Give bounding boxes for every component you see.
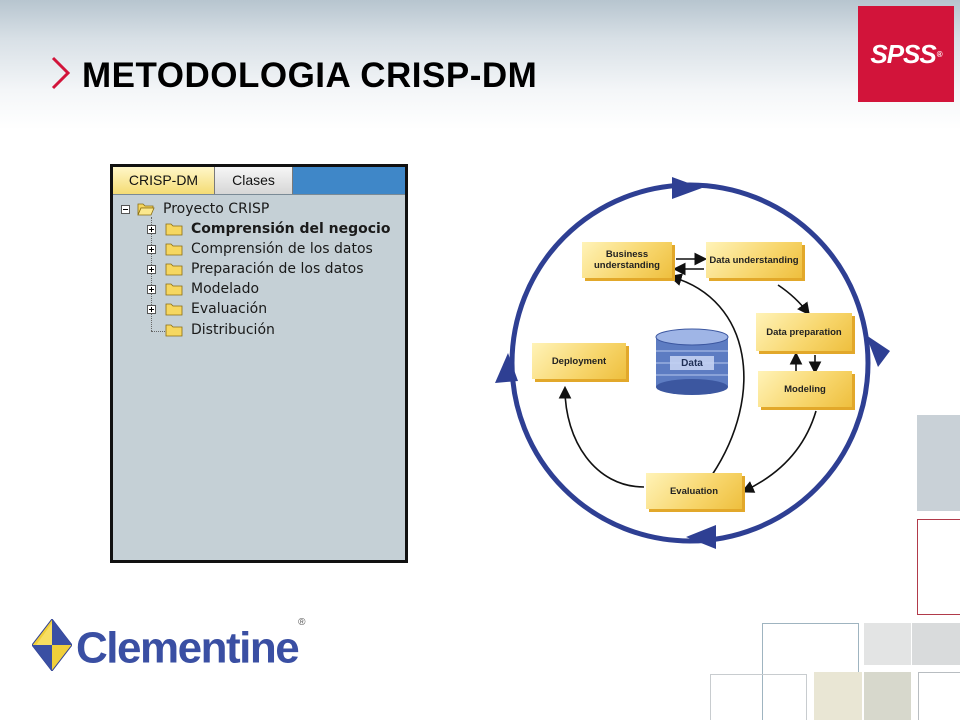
expand-icon[interactable] [147,225,156,234]
expand-icon[interactable] [147,265,156,274]
header-band [0,0,960,130]
collapse-icon[interactable] [121,205,130,214]
tab-crisp-dm[interactable]: CRISP-DM [113,167,215,194]
folder-icon [165,283,183,296]
decor-square [710,674,807,720]
tree-item-label: Distribución [191,322,275,338]
expand-icon[interactable] [147,305,156,314]
tree-item-label: Modelado [191,281,260,297]
decor-square [814,672,862,720]
tree-root-label: Proyecto CRISP [163,201,270,217]
expand-icon[interactable] [147,285,156,294]
project-tree: Proyecto CRISP Comprensión del negocio C… [113,197,405,557]
cycle-arrowhead [495,353,518,383]
decor-square [918,672,960,720]
phase-evaluation: Evaluation [646,473,742,509]
spss-registered-mark: ® [936,49,943,59]
tree-guide-line [151,217,152,331]
open-folder-icon [137,203,155,216]
decor-square [864,623,911,665]
spss-logo-text: SPSS [870,38,936,69]
tree-item-distribucion[interactable]: Distribución [143,320,393,340]
decor-square [864,672,911,720]
data-label: Data [681,358,703,369]
decor-square [917,519,960,615]
tree-item-comprension-datos[interactable]: Comprensión de los datos [143,239,393,259]
cycle-arrows [495,177,890,549]
clementine-name: Clementine [76,623,300,673]
tree-item-modelado[interactable]: Modelado [143,279,393,299]
cycle-arrowhead [686,525,716,549]
phase-business-understanding: Business understanding [582,242,672,278]
database-icon [655,328,729,395]
folder-icon [165,324,183,337]
phase-data-understanding: Data understanding [706,242,802,278]
crisp-tree-panel: CRISP-DM Clases Proyecto CRISP Comprensi… [110,164,408,563]
decor-square [917,415,960,511]
cycle-arrowhead [672,177,702,199]
folder-icon [165,243,183,256]
clementine-registered-mark: ® [298,617,306,628]
slide-title: METODOLOGIA CRISP-DM [82,56,538,95]
tree-root[interactable]: Proyecto CRISP [119,199,399,219]
tree-item-label: Evaluación [191,301,268,317]
tab-bar: CRISP-DM Clases [113,167,405,195]
clementine-logo: Clementine® [32,617,312,673]
tree-item-label: Comprensión de los datos [191,241,373,257]
tree-item-label: Comprensión del negocio [191,221,391,237]
tree-item-comprension-negocio[interactable]: Comprensión del negocio [143,219,393,239]
phase-data-preparation: Data preparation [756,313,852,351]
tab-clases[interactable]: Clases [215,167,293,194]
folder-icon [165,303,183,316]
clementine-diamond-icon [32,619,72,671]
crisp-dm-cycle-diagram: Data Business understanding Data underst… [490,175,900,555]
spss-logo: SPSS® [858,6,954,102]
folder-icon [165,223,183,236]
folder-icon [165,263,183,276]
tree-item-label: Preparación de los datos [191,261,364,277]
decor-square [912,623,960,665]
phase-modeling: Modeling [758,371,852,407]
cycle-arrowhead [866,335,890,367]
decor-square [762,623,859,720]
phase-deployment: Deployment [532,343,626,379]
chevron-right-icon [51,56,71,90]
tree-item-evaluacion[interactable]: Evaluación [143,299,393,319]
tree-item-preparacion-datos[interactable]: Preparación de los datos [143,259,393,279]
tree-guide-line [151,331,165,332]
expand-icon[interactable] [147,245,156,254]
clementine-wordmark: Clementine® [76,617,306,677]
